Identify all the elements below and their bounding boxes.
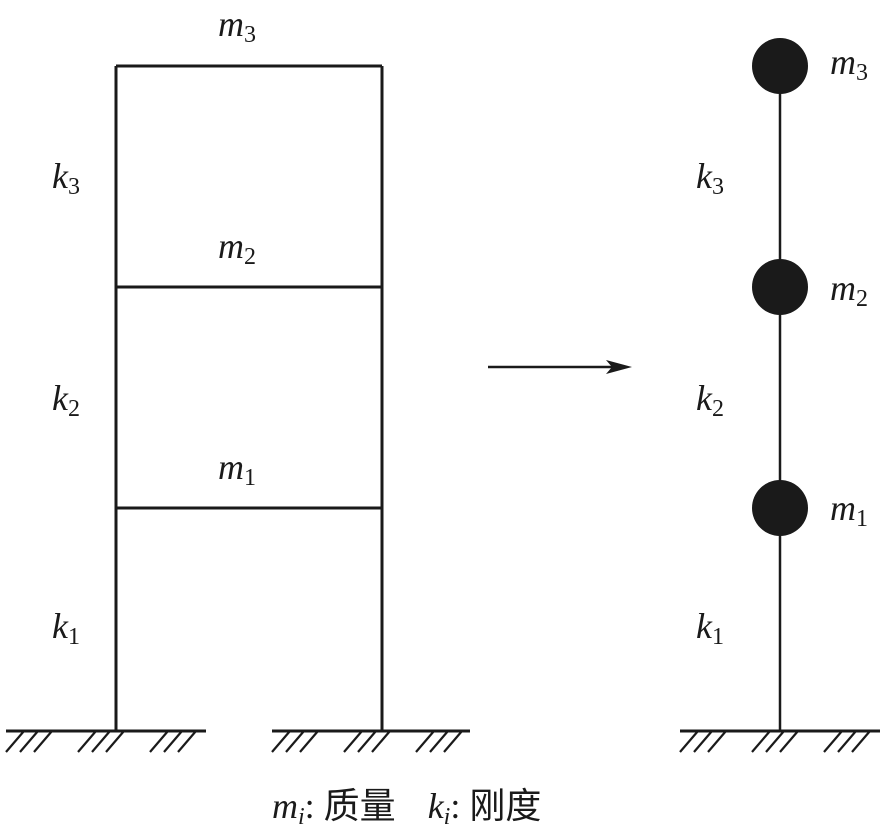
lumped-mass-model: m3 m2 m1 k3 k2 k1 — [679, 38, 880, 753]
model-mass-m3 — [752, 38, 808, 94]
legend-stiffness-sub: i — [444, 804, 451, 830]
frame-stiffness-label-k3: k3 — [52, 156, 80, 200]
model-mass-m1 — [752, 480, 808, 536]
legend-stiffness-symbol: k — [428, 786, 445, 826]
shear-frame: m3 m2 m1 k3 k2 k1 — [5, 4, 470, 753]
frame-right-ground-support — [271, 729, 470, 753]
frame-mass-label-m2: m2 — [218, 226, 256, 270]
frame-stiffness-label-k2: k2 — [52, 378, 80, 422]
legend-mass-sub: i — [298, 804, 305, 830]
legend-mass-symbol: m — [272, 786, 298, 826]
model-stiffness-label-k2: k2 — [696, 378, 724, 422]
model-mass-m2 — [752, 259, 808, 315]
legend-stiffness-text: : 刚度 — [450, 786, 541, 826]
model-ground-support — [679, 729, 880, 753]
frame-mass-label-m1: m1 — [218, 447, 256, 491]
frame-stiffness-label-k1: k1 — [52, 606, 80, 650]
model-mass-label-m1: m1 — [830, 488, 868, 532]
model-stiffness-label-k1: k1 — [696, 606, 724, 650]
frame-left-ground-support — [5, 729, 206, 753]
model-mass-label-m3: m3 — [830, 42, 868, 86]
arrow-head-icon — [606, 360, 632, 374]
model-mass-label-m2: m2 — [830, 268, 868, 312]
model-stiffness-label-k3: k3 — [696, 156, 724, 200]
legend-mass-text: : 质量 — [305, 786, 396, 826]
transform-arrow — [488, 360, 632, 374]
frame-mass-label-m3: m3 — [218, 4, 256, 48]
